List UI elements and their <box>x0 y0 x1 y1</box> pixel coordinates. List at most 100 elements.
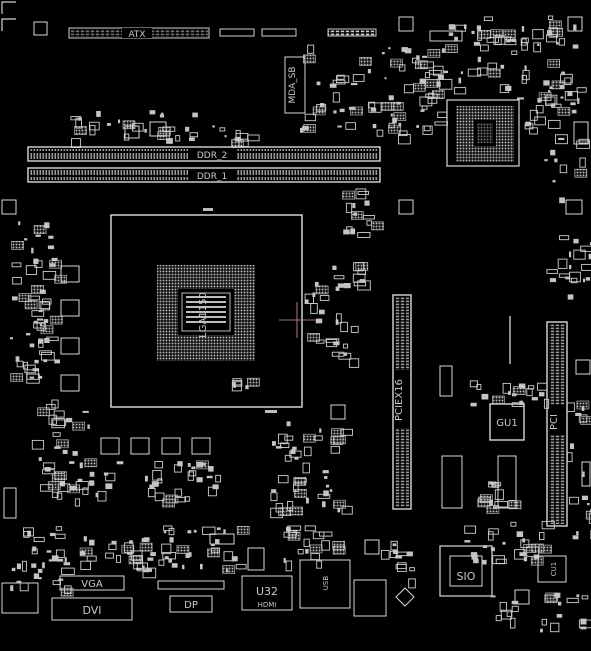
smd-pad <box>26 333 30 335</box>
smd-pad <box>567 91 572 96</box>
smd-pad <box>407 552 413 557</box>
smd-pad <box>543 80 549 85</box>
ic-package <box>294 477 306 485</box>
smd-pad <box>10 337 13 339</box>
smd-pad <box>474 42 480 46</box>
ic-package <box>545 595 557 603</box>
smd-pad <box>49 559 53 561</box>
smd-pad <box>107 123 111 126</box>
smd-pad <box>393 550 398 554</box>
smd-pad <box>197 477 203 482</box>
ic-package <box>487 506 499 514</box>
smd-pad <box>340 109 345 112</box>
ddr2-label: DDR_2 <box>197 151 227 161</box>
chipset-bga <box>447 100 519 166</box>
smd-pad <box>323 470 329 473</box>
ic-package <box>158 132 170 140</box>
smd-pad <box>472 31 475 34</box>
ic-package <box>316 286 328 294</box>
smd-pad <box>73 451 78 456</box>
smd-pad <box>570 102 575 105</box>
mda-sb-label: MDA_SB <box>288 66 298 103</box>
smd-pad <box>47 550 52 552</box>
smd-pad <box>326 485 329 488</box>
smd-pad <box>550 278 556 282</box>
smd-pad <box>550 150 555 156</box>
smd-pad <box>17 564 21 570</box>
smd-pad <box>351 83 358 85</box>
smd-pad <box>373 124 376 128</box>
smd-pad <box>87 425 89 429</box>
ic-package <box>343 191 355 199</box>
smd-pad <box>344 283 351 288</box>
smd-pad <box>112 541 117 544</box>
pci-label: PCI <box>549 414 560 430</box>
smd-pad <box>96 493 98 497</box>
smd-pad <box>96 111 101 117</box>
smd-pad <box>512 601 519 605</box>
ic-package <box>304 125 316 133</box>
smd-pad <box>322 501 326 507</box>
ic-package <box>356 262 368 270</box>
smd-pad <box>330 489 333 492</box>
smd-pad <box>294 457 298 459</box>
smd-pad <box>491 547 495 551</box>
smd-pad <box>144 537 150 541</box>
ic-package <box>11 374 23 382</box>
smd-pad <box>78 117 82 120</box>
smd-pad <box>40 290 46 294</box>
smd-pad <box>437 82 441 88</box>
smd-pad <box>444 71 448 73</box>
smd-pad <box>501 65 505 69</box>
smd-pad <box>31 248 33 254</box>
smd-pad <box>17 581 22 584</box>
smd-pad <box>344 353 347 356</box>
smd-pad <box>80 551 85 555</box>
smd-pad <box>576 531 579 535</box>
smd-pad <box>160 114 164 117</box>
smd-pad <box>558 602 561 606</box>
smd-pad <box>39 310 43 312</box>
smd-pad <box>454 37 458 42</box>
smd-pad <box>388 47 390 49</box>
smd-pad <box>38 569 43 573</box>
ddr1-slot: DDR_1 <box>28 168 380 182</box>
ic-package <box>177 546 189 554</box>
ic-package <box>531 557 543 565</box>
sio-label: SIO <box>457 570 476 583</box>
smd-pad <box>568 294 574 299</box>
ic-package <box>197 461 209 469</box>
smd-pad <box>90 472 95 477</box>
cu1-label: CU1 <box>550 562 558 576</box>
ic-package <box>577 401 589 409</box>
ic-package <box>208 549 220 557</box>
hdmi-label: HDMI <box>258 601 277 609</box>
smd-pad <box>337 126 341 128</box>
smd-pad <box>442 48 445 53</box>
smd-pad <box>54 359 60 363</box>
ic-package <box>310 545 322 553</box>
smd-pad <box>402 47 408 52</box>
ic-package <box>446 45 458 53</box>
ic-package <box>581 416 591 424</box>
ddr1-label: DDR_1 <box>197 172 227 182</box>
smd-pad <box>577 98 579 104</box>
smd-pad <box>364 201 369 206</box>
smd-pad <box>399 123 402 127</box>
smd-pad <box>34 573 39 579</box>
smd-pad <box>395 556 402 559</box>
atx-connector: ATX <box>69 28 209 40</box>
smd-pad <box>559 197 565 203</box>
ic-package <box>25 301 37 309</box>
smd-pad <box>477 25 481 30</box>
ic-package <box>34 226 46 234</box>
smd-pad <box>188 530 192 533</box>
smd-pad <box>48 236 53 239</box>
ic-package <box>524 545 536 553</box>
smd-pad <box>508 391 511 395</box>
smd-pad <box>537 98 541 103</box>
smd-pad <box>539 392 544 396</box>
pciex16-slot: PCIEX16 <box>393 295 411 509</box>
smd-pad <box>10 585 13 591</box>
